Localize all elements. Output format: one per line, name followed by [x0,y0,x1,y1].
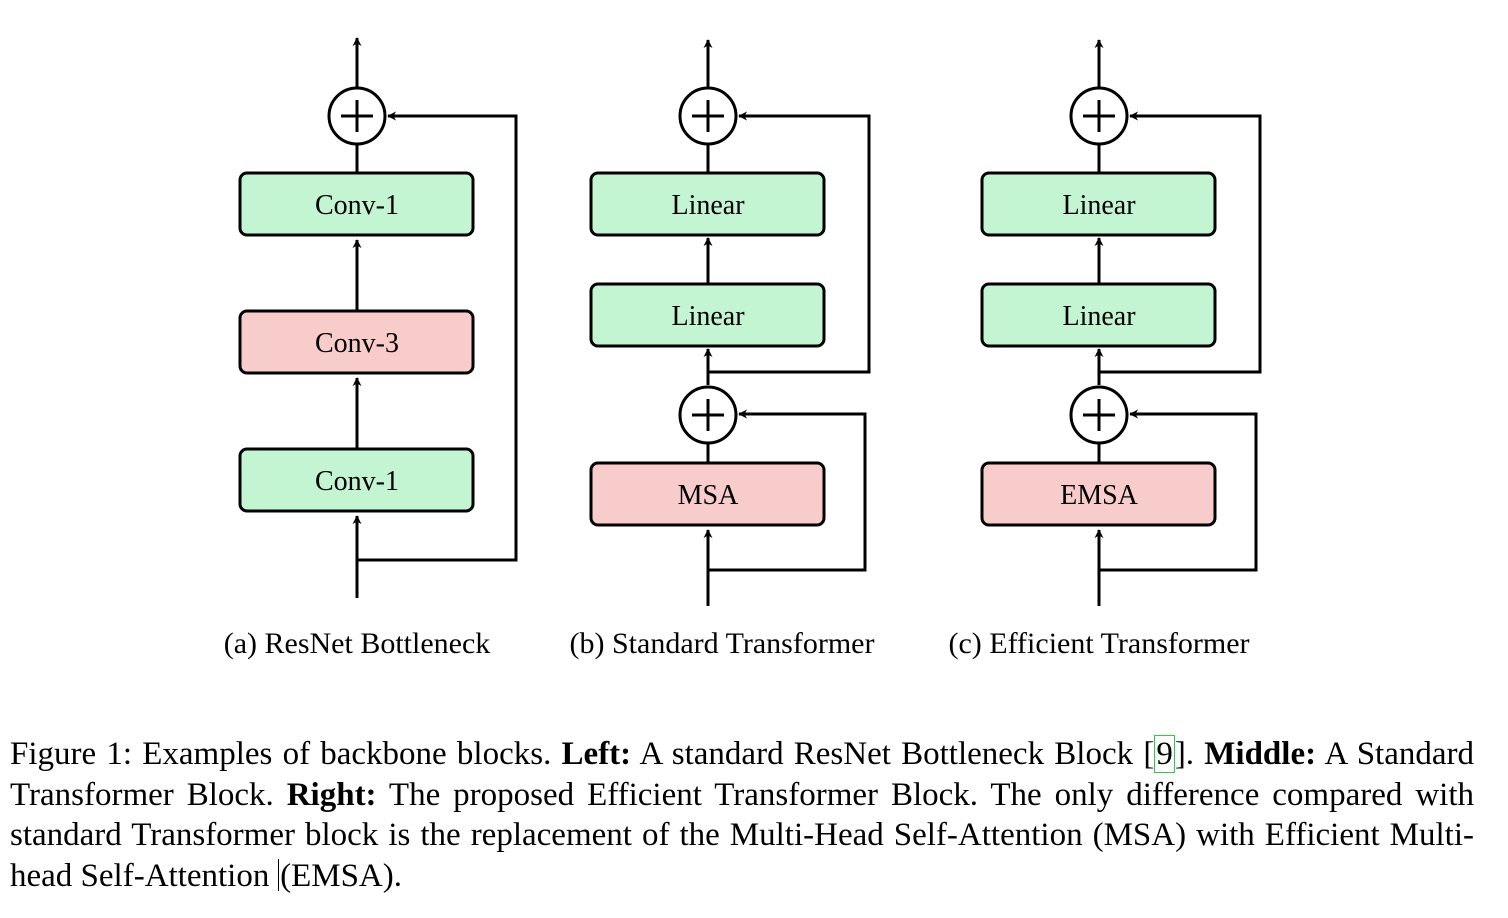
caption-middle-label: Middle: [1204,736,1317,772]
sub-caption-a: (a) ResNet Bottleneck [224,627,491,660]
block-conv1-bottom [238,447,475,513]
diagram-resnet-bottleneck [238,37,518,598]
lower-skip-connection [1099,409,1258,572]
sub-caption-c: (c) Efficient Transformer [948,627,1249,660]
caption-left-text: A standard ResNet Bottleneck Block [ [631,736,1155,772]
block-label-linear-bottom: Linear [671,301,745,332]
text-cursor [277,858,280,891]
block-linear-bottom [589,282,826,348]
block-linear-bottom [980,282,1217,348]
diagram-efficient-transformer [980,39,1262,606]
block-conv3 [238,309,475,375]
backbone-blocks-figure: Conv-1 Conv-3 Conv-1 (a) ResNet Bottlene… [224,37,1262,660]
caption-right-label: Right: [286,776,377,813]
block-label-linear-top: Linear [671,190,745,221]
caption-left-label: Left: [561,736,632,772]
skip-connection [357,111,518,562]
block-linear-top [589,171,826,237]
upper-skip-connection [1099,111,1262,374]
block-label-msa: MSA [678,480,739,511]
caption-right-text: The proposed Efficient Transformer Block… [10,776,1474,894]
block-emsa [980,461,1217,527]
block-label-linear-bottom: Linear [1062,301,1136,332]
block-label-emsa: EMSA [1060,480,1139,511]
citation-link[interactable]: 9 [1154,735,1175,773]
figure-caption: Figure 1: Examples of backbone blocks. L… [10,734,1474,896]
upper-skip-connection [708,111,871,374]
caption-right-text-end: (EMSA). [280,857,403,894]
block-conv1-top [238,171,475,237]
caption-middle-text: A Standard Transformer Block. [10,736,1474,813]
lower-skip-connection [708,409,867,572]
caption-left-text-end: ]. [1174,736,1205,772]
caption-prefix: Figure 1: Examples of backbone blocks. [10,736,562,772]
block-linear-top [980,171,1217,237]
block-label-conv1-top: Conv-1 [315,190,399,221]
block-label-conv1-bottom: Conv-1 [315,466,399,497]
block-label-linear-top: Linear [1062,190,1136,221]
diagram-standard-transformer [589,39,871,606]
block-msa [589,461,826,527]
sub-caption-b: (b) Standard Transformer [570,627,875,660]
block-label-conv3: Conv-3 [315,328,399,359]
